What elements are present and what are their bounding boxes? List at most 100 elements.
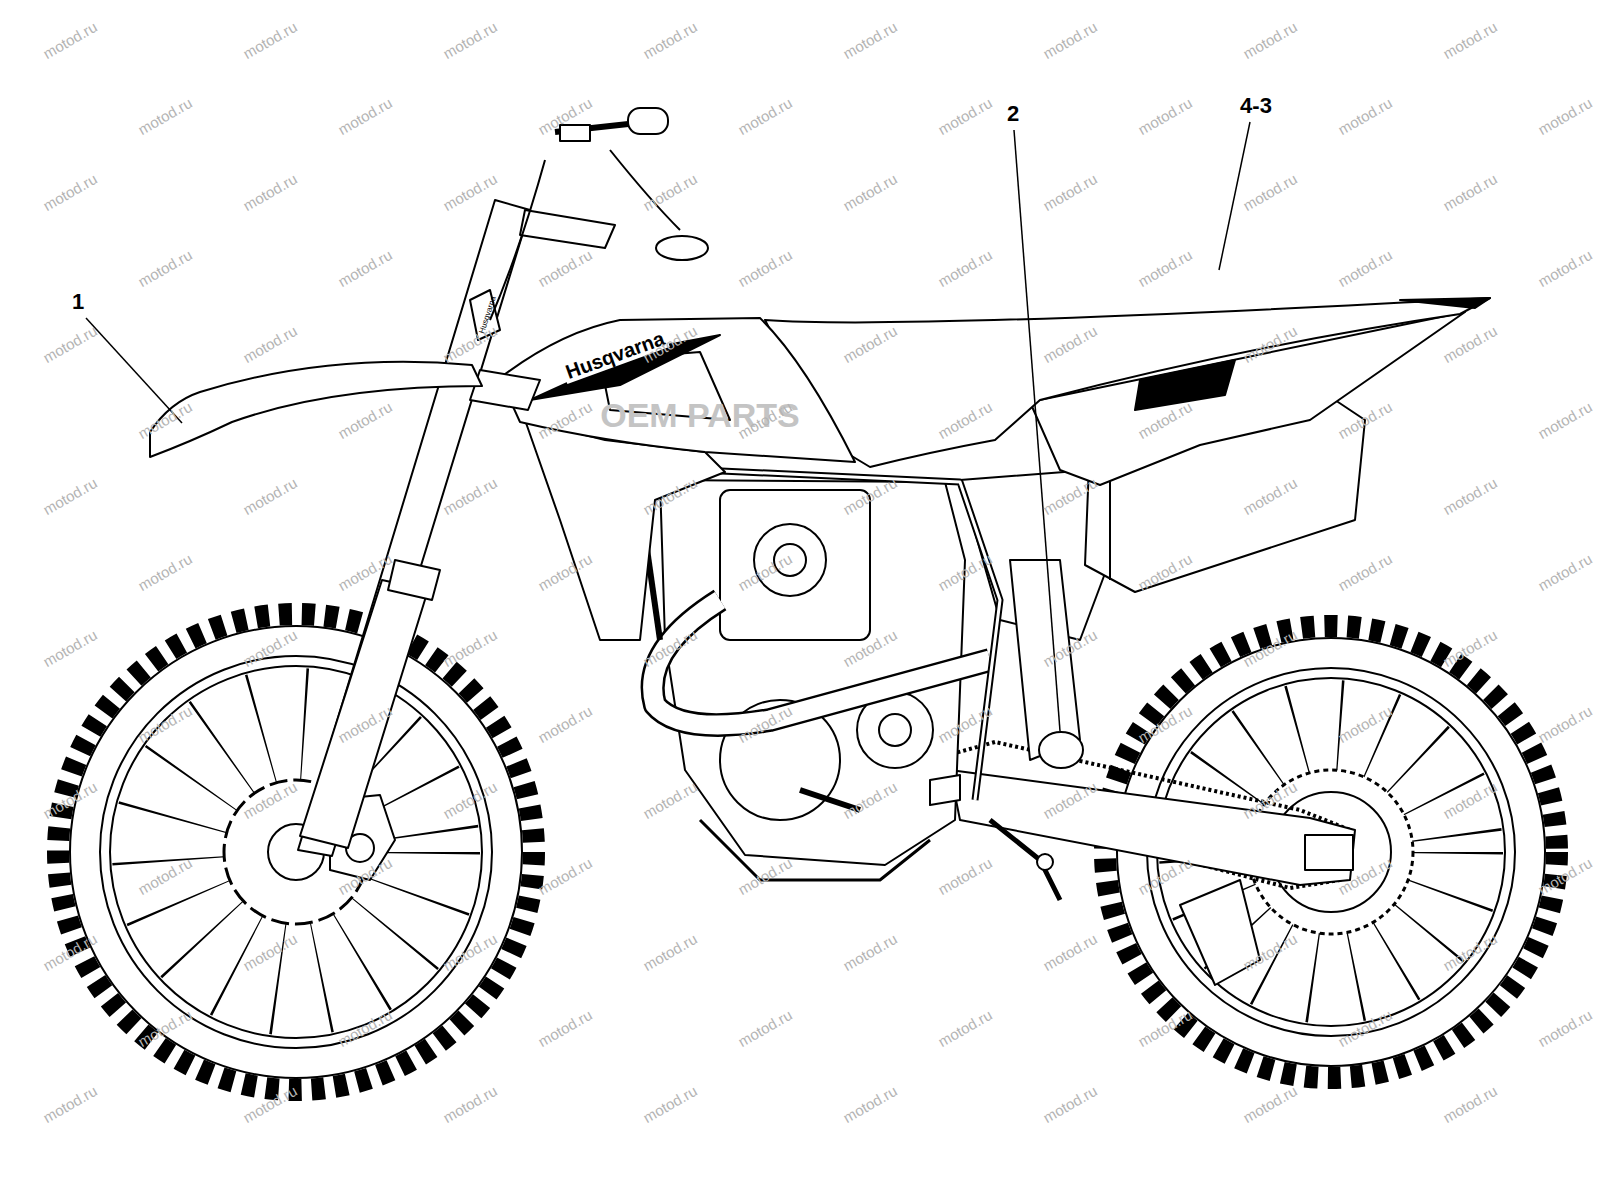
fuel-cap (656, 236, 708, 260)
watermark: motod.ru (441, 19, 500, 62)
swingarm (950, 770, 1355, 885)
fender-tip (1400, 298, 1490, 308)
watermark: motod.ru (536, 1007, 595, 1050)
watermark: motod.ru (441, 1083, 500, 1126)
watermark: motod.ru (1241, 19, 1300, 62)
watermark: motod.ru (136, 551, 195, 594)
watermark: motod.ru (1041, 19, 1100, 62)
watermark: motod.ru (841, 931, 900, 974)
bike (58, 108, 1557, 1090)
front-rim (100, 656, 492, 1048)
watermark: motod.ru (641, 779, 700, 822)
watermark: motod.ru (1336, 247, 1395, 290)
watermark: motod.ru (736, 247, 795, 290)
callout-number: 2 (1004, 102, 1022, 126)
watermark: motod.ru (936, 247, 995, 290)
frame (520, 400, 1000, 800)
watermark: motod.ru (841, 19, 900, 62)
fork-tubes (298, 200, 530, 856)
watermark: motod.ru (241, 323, 300, 366)
watermark: motod.ru (1536, 551, 1595, 594)
fork-seal (388, 560, 440, 600)
leader-line (1014, 130, 1060, 731)
frame-outline (520, 400, 1000, 800)
watermark: motod.ru (41, 627, 100, 670)
watermark: motod.ru (736, 95, 795, 138)
watermark: motod.ru (1041, 171, 1100, 214)
watermark: motod.ru (1536, 247, 1595, 290)
watermark: motod.ru (441, 627, 500, 670)
watermark: motod.ru (1241, 1083, 1300, 1126)
leader-lines (86, 122, 1250, 731)
callout-number: 4-3 (1237, 94, 1275, 118)
watermark: motod.ru (136, 95, 195, 138)
skid-plate (700, 820, 930, 880)
watermark: motod.ru (841, 1083, 900, 1126)
callout-number: 1 (69, 290, 87, 314)
watermark: motod.ru (1441, 475, 1500, 518)
watermark: motod.ru (1536, 95, 1595, 138)
watermark: motod.ru (1441, 19, 1500, 62)
watermark: motod.ru (1041, 1083, 1100, 1126)
right-grip (628, 108, 668, 134)
watermark: motod.ru (736, 1007, 795, 1050)
watermark: motod.ru (241, 475, 300, 518)
watermark: motod.ru (41, 1083, 100, 1126)
watermark: motod.ru (336, 399, 395, 442)
watermark: motod.ru (136, 247, 195, 290)
watermark: motod.ru (1441, 323, 1500, 366)
watermark: motod.ru (41, 323, 100, 366)
fork-guard (300, 580, 428, 848)
watermark: motod.ru (41, 19, 100, 62)
watermark: motod.ru (536, 247, 595, 290)
watermark: motod.ru (241, 19, 300, 62)
watermark: motod.ru (441, 475, 500, 518)
watermark: motod.ru (1336, 95, 1395, 138)
fuel-tank (500, 318, 855, 462)
watermark: motod.ru (1136, 247, 1195, 290)
linkage (990, 820, 1060, 900)
watermark: motod.ru (841, 171, 900, 214)
watermark: motod.ru (936, 95, 995, 138)
foot-peg (930, 775, 960, 805)
radiator-shroud (525, 420, 725, 640)
front-rim-inner (110, 666, 482, 1038)
front-tire-knobs (58, 614, 534, 1090)
callout-target-oval (1039, 732, 1083, 768)
watermark: motod.ru (1536, 703, 1595, 746)
front-fender (150, 362, 482, 457)
lower-clamp (470, 370, 540, 410)
watermark: motod.ru (1041, 931, 1100, 974)
watermark: motod.ru (1536, 399, 1595, 442)
watermark: motod.ru (41, 171, 100, 214)
seat (765, 298, 1490, 467)
watermark: motod.ru (641, 931, 700, 974)
watermark: motod.ru (936, 855, 995, 898)
watermark: motod.ru (241, 171, 300, 214)
chain-adjuster (1305, 835, 1353, 870)
watermark: motod.ru (336, 95, 395, 138)
watermark: motod.ru (641, 171, 700, 214)
watermark: motod.ru (536, 703, 595, 746)
watermark: motod.ru (1136, 95, 1195, 138)
lever-perch (560, 125, 590, 141)
front-tire (70, 626, 522, 1078)
watermark: motod.ru (441, 171, 500, 214)
watermark: motod.ru (1441, 171, 1500, 214)
exhaust-header-outline (653, 600, 990, 725)
watermark: motod.ru (1536, 1007, 1595, 1050)
watermark: motod.ru (41, 475, 100, 518)
watermark: motod.ru (641, 1083, 700, 1126)
linkage-bolt (1037, 854, 1053, 870)
exhaust-header (653, 600, 990, 725)
leader-line (86, 318, 182, 423)
upper-clamp (520, 210, 615, 248)
watermark: motod.ru (1241, 171, 1300, 214)
watermark: motod.ru (736, 855, 795, 898)
watermark: motod.ru (1441, 1083, 1500, 1126)
watermark: motod.ru (641, 19, 700, 62)
watermark: motod.ru (936, 1007, 995, 1050)
watermark: motod.ru (1336, 551, 1395, 594)
